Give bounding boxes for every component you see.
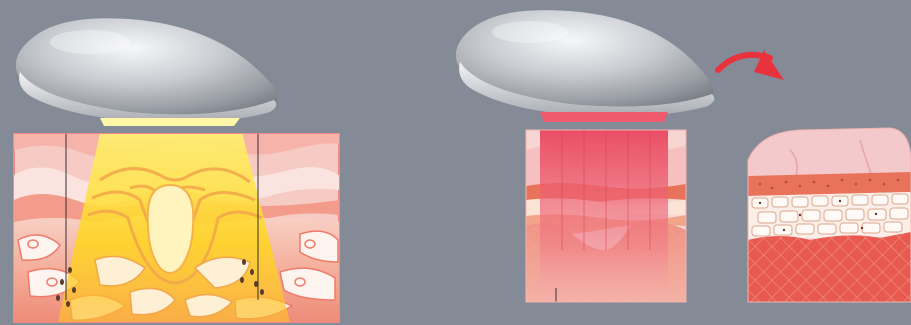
left-skin-cross-section xyxy=(14,124,340,322)
handheld-device-icon xyxy=(456,10,714,122)
middle-skin-cross-section xyxy=(526,124,686,302)
curved-arrow-icon xyxy=(718,50,784,80)
handheld-device-icon xyxy=(16,18,278,126)
skin-result-cross-section xyxy=(748,128,911,302)
